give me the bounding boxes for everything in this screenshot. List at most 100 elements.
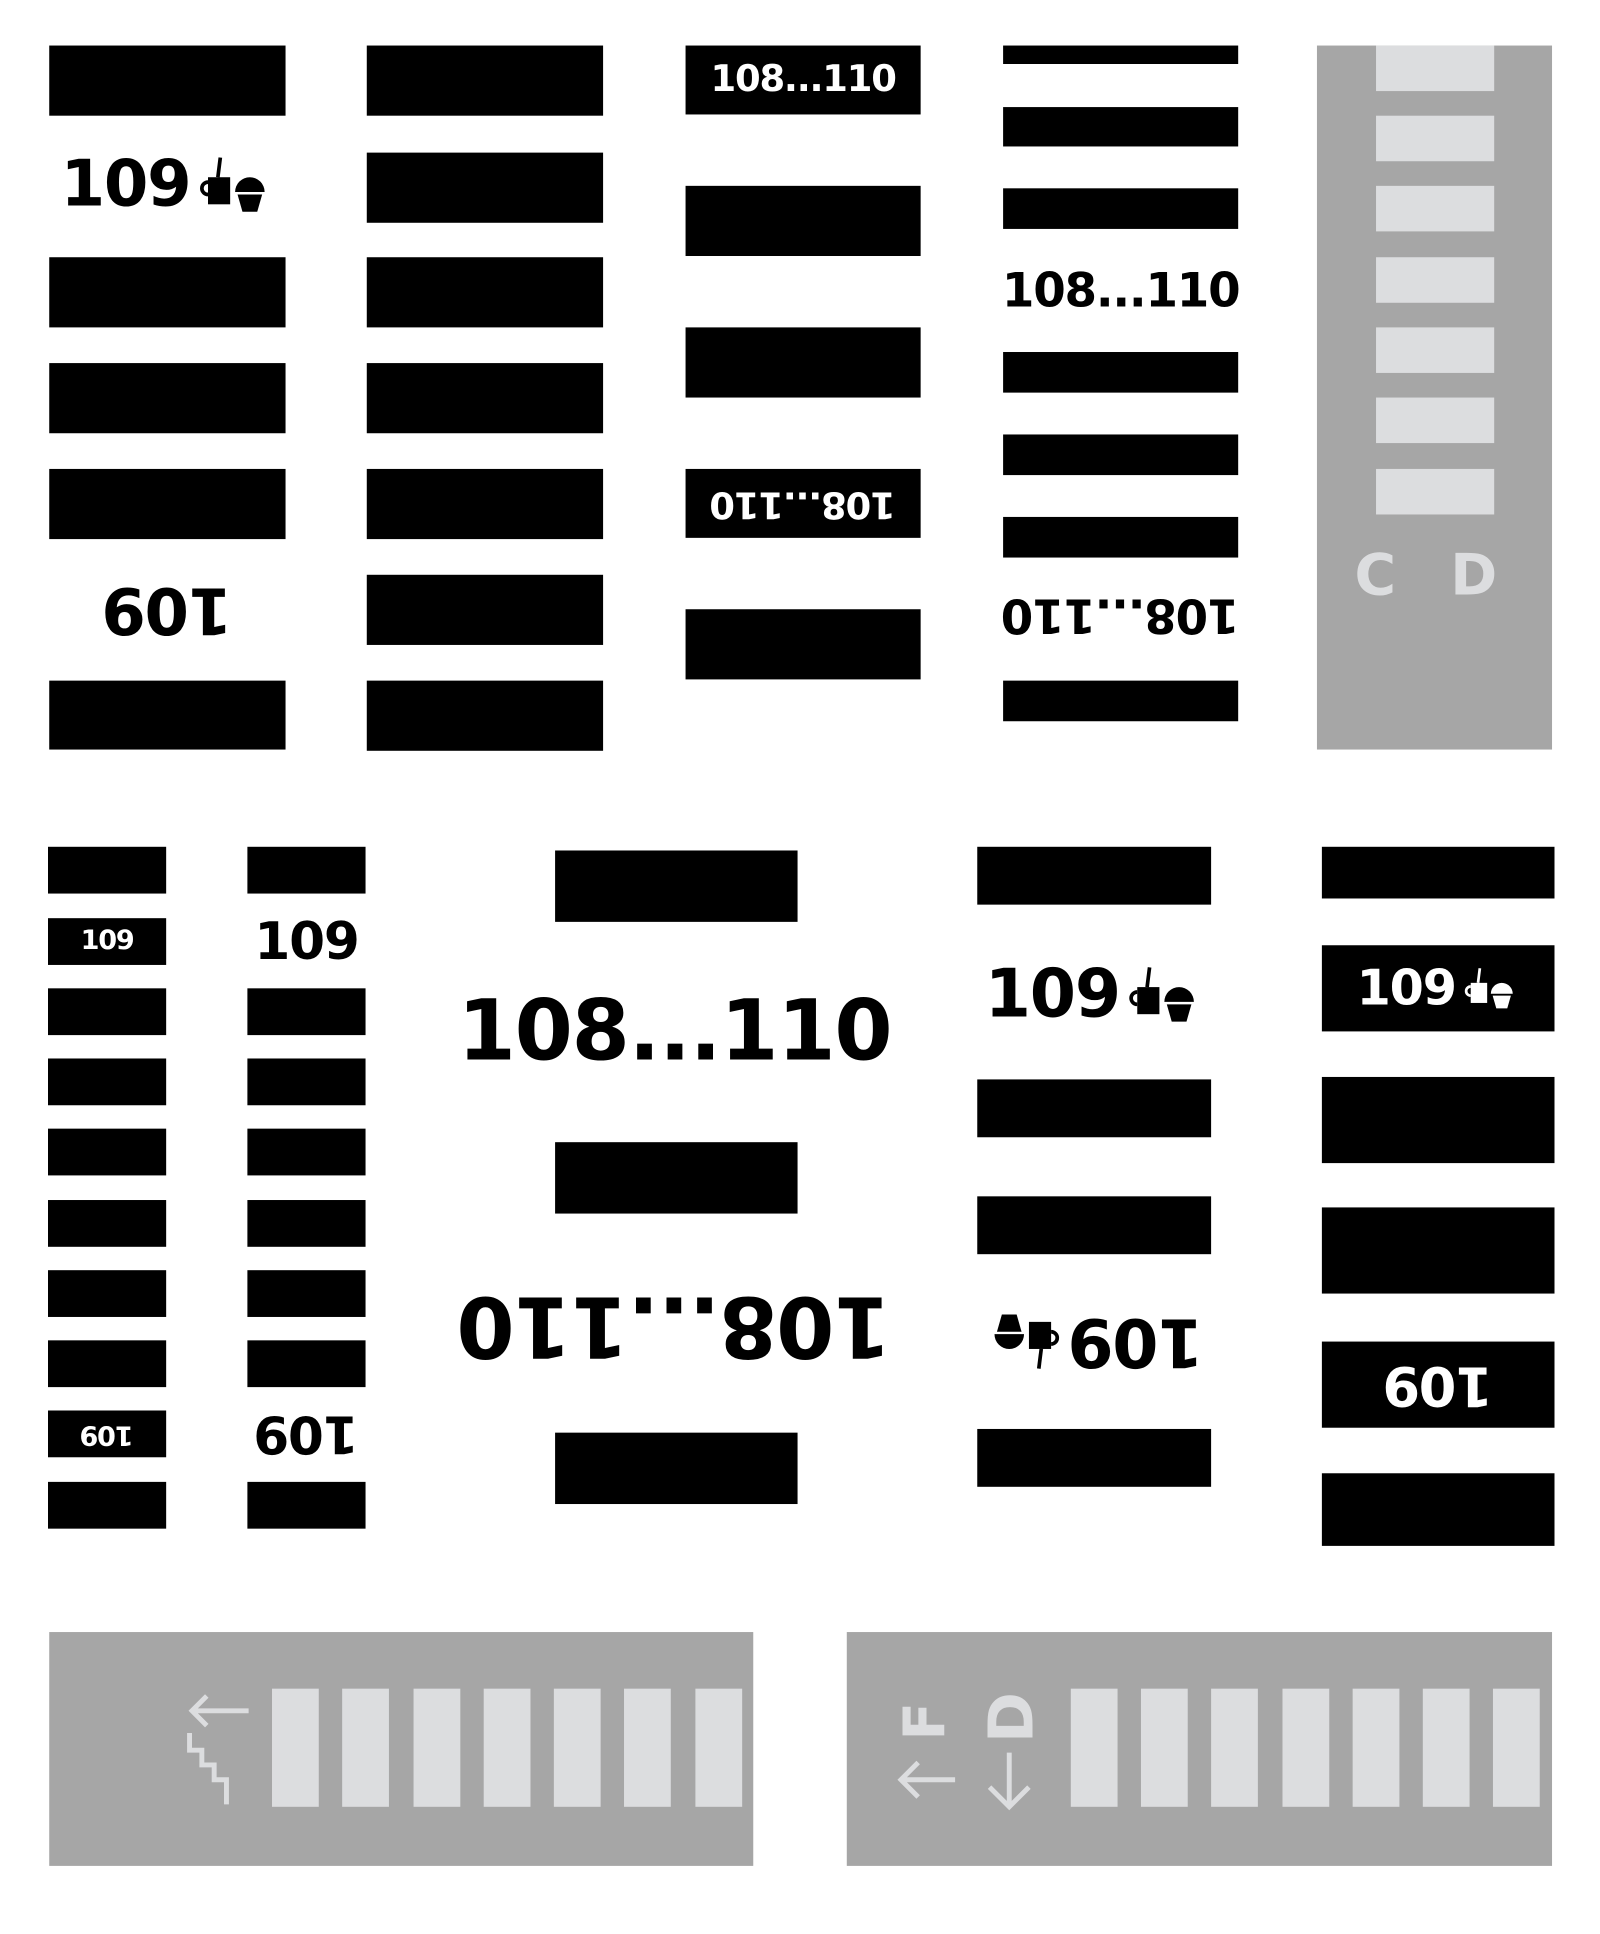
- black-bar: [555, 850, 798, 922]
- light-block: [1376, 185, 1495, 232]
- arrow-left-icon: [897, 1760, 956, 1799]
- light-block: [1492, 1688, 1540, 1807]
- black-bar: [247, 1340, 366, 1388]
- room-number: 109: [60, 147, 192, 222]
- light-block: [413, 1688, 461, 1807]
- floor-letters: C D: [1354, 541, 1515, 609]
- black-bar: [977, 1196, 1212, 1255]
- light-block: [1376, 397, 1495, 444]
- light-block: [1211, 1688, 1258, 1807]
- black-bar: [366, 680, 604, 751]
- light-block: [1140, 1688, 1188, 1807]
- black-bar: [555, 1142, 798, 1214]
- floor-panel-directions: F D: [846, 1632, 1553, 1866]
- light-block: [1282, 1688, 1330, 1807]
- black-bar: [247, 1200, 366, 1247]
- black-bar: [1321, 1076, 1555, 1164]
- black-bar: [48, 1481, 167, 1529]
- light-block: [1376, 468, 1495, 515]
- room-number: 109: [1068, 1303, 1204, 1381]
- black-bar: [1003, 352, 1239, 393]
- black-bar: [48, 1058, 167, 1106]
- black-bar: [1003, 516, 1239, 558]
- light-block: [342, 1688, 389, 1807]
- room-range-label: 108...110: [710, 482, 896, 526]
- room-label-cafe-inverted: 109: [977, 1303, 1211, 1381]
- light-block: [1376, 115, 1495, 162]
- room-box-small-inverted: 109: [48, 1410, 167, 1458]
- floor-panel-vertical: C D: [1316, 45, 1553, 750]
- black-bar: [49, 680, 286, 750]
- black-bar: [366, 45, 604, 116]
- black-bar: [49, 468, 286, 540]
- black-bar: [1003, 45, 1239, 65]
- room-number: 109: [80, 1419, 134, 1450]
- room-range-label: 108...110: [710, 57, 897, 101]
- room-number: 109: [1383, 1353, 1493, 1417]
- black-bar: [1003, 188, 1239, 229]
- black-bar: [366, 152, 604, 223]
- arrow-down-icon: [987, 1752, 1031, 1811]
- light-block: [1352, 1688, 1400, 1807]
- room-range-label: 108...110: [1001, 263, 1241, 318]
- room-label-cafe: 109: [1322, 945, 1555, 1031]
- cafe-icon: [994, 1314, 1060, 1369]
- black-bar: [685, 185, 921, 257]
- black-bar: [366, 574, 604, 645]
- room-range-box: 108...110: [685, 45, 921, 115]
- room-range-large: 108...110: [457, 983, 893, 1081]
- room-label-cafe: 109: [977, 960, 1211, 1029]
- room-number: 109: [984, 955, 1121, 1033]
- black-bar: [977, 846, 1212, 905]
- floor-letter-f: F: [891, 1703, 958, 1741]
- light-block: [1422, 1688, 1470, 1807]
- floor-panel-stairs: [49, 1632, 754, 1866]
- cafe-icon: [1129, 967, 1194, 1022]
- black-bar: [247, 1270, 366, 1317]
- black-bar: [1321, 1207, 1555, 1294]
- room-label-cafe: 109: [49, 150, 285, 219]
- room-number-inverted: 109: [254, 1404, 359, 1465]
- room-number: 109: [1356, 960, 1457, 1017]
- room-box-inverted: 109: [1321, 1341, 1555, 1428]
- black-bar: [49, 257, 286, 328]
- black-bar: [366, 363, 604, 434]
- black-bar: [247, 988, 366, 1036]
- black-bar: [555, 1432, 798, 1505]
- black-bar: [48, 1340, 167, 1388]
- room-label-inverted: 109: [102, 572, 233, 647]
- light-block: [695, 1688, 743, 1807]
- black-bar: [247, 846, 366, 894]
- light-block: [1376, 257, 1495, 303]
- light-block: [1376, 45, 1495, 92]
- room-range-label-inverted: 108...110: [1001, 588, 1240, 643]
- black-bar: [1003, 107, 1239, 147]
- black-bar: [247, 1481, 366, 1529]
- light-block: [483, 1688, 531, 1807]
- black-bar: [977, 1079, 1212, 1138]
- light-block: [624, 1688, 671, 1807]
- black-bar: [1321, 1473, 1555, 1546]
- black-bar: [48, 1128, 167, 1176]
- stairs-icon: [187, 1694, 249, 1805]
- light-block: [1376, 327, 1495, 373]
- black-bar: [48, 1200, 167, 1247]
- cafe-icon: [199, 157, 265, 212]
- black-bar: [1003, 434, 1239, 476]
- black-bar: [49, 45, 286, 116]
- black-bar: [247, 1058, 366, 1106]
- black-bar: [685, 609, 921, 680]
- room-number: 109: [254, 910, 359, 972]
- black-bar: [366, 257, 604, 328]
- room-range-box-inverted: 108...110: [685, 468, 921, 538]
- black-bar: [977, 1428, 1212, 1487]
- black-bar: [48, 1270, 167, 1317]
- room-box-cafe: 109: [1321, 945, 1555, 1032]
- light-block: [272, 1688, 319, 1807]
- light-block: [1070, 1688, 1118, 1807]
- black-bar: [48, 988, 167, 1036]
- black-bar: [1321, 846, 1555, 899]
- black-bar: [48, 846, 167, 894]
- black-bar: [49, 363, 286, 434]
